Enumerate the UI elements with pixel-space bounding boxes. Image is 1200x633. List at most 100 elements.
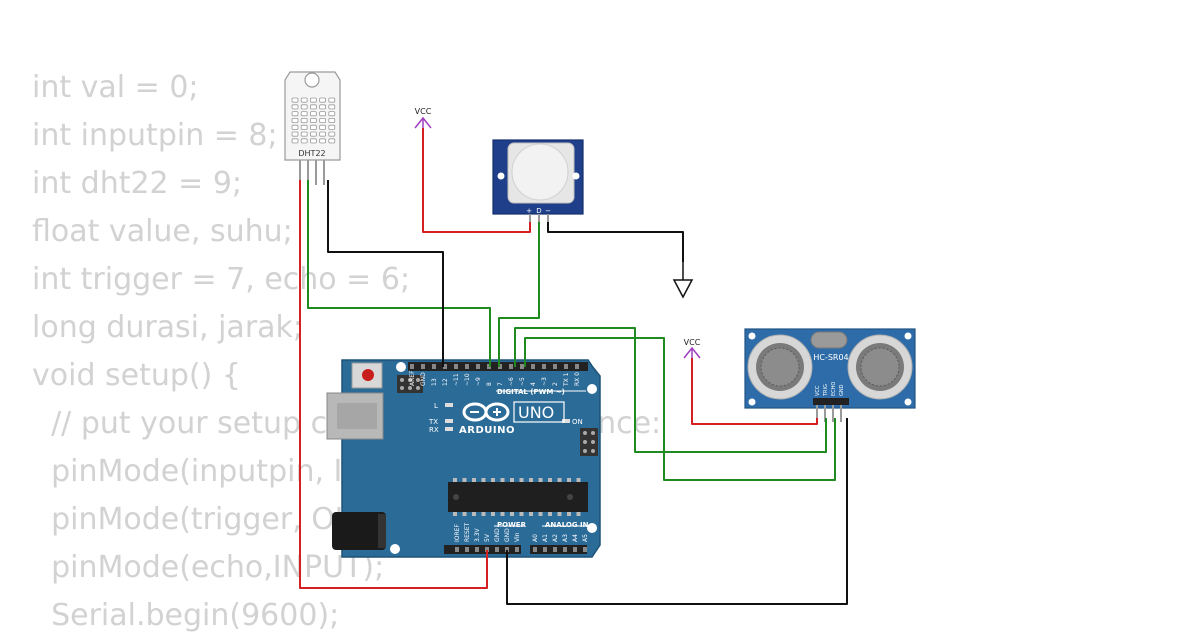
chip-pin [576, 512, 581, 516]
wire-hcsr04-vcc[interactable] [691, 358, 818, 425]
digital-pin[interactable] [542, 364, 546, 369]
hcsr04-transducer-right [847, 334, 913, 400]
analog-pin[interactable] [543, 547, 547, 552]
power-pin[interactable] [485, 547, 489, 552]
grille-slot [319, 131, 327, 137]
power-pin-label: 3.3V [474, 527, 481, 542]
grille-slot [309, 111, 317, 117]
chip-pin [548, 478, 552, 482]
analog-pin[interactable] [563, 547, 567, 552]
wire-dht22-gnd[interactable] [327, 180, 444, 367]
chip-pin [557, 478, 562, 482]
analog-pin[interactable] [553, 547, 557, 552]
digital-pin-label: TX 1 [563, 372, 570, 387]
digital-pin-label: ~11 [453, 373, 460, 386]
grille-slot [328, 111, 336, 117]
grille-slot [300, 124, 308, 130]
chip-pin [472, 478, 476, 482]
chip-pin [538, 478, 543, 482]
grille-slot [291, 124, 299, 130]
grille-slot [328, 131, 336, 137]
grille-slot [328, 124, 336, 130]
wire-hcsr04-gnd[interactable] [506, 418, 848, 605]
hcsr04-pin-label-gnd: GND [839, 384, 845, 396]
digital-pin[interactable] [575, 364, 579, 369]
chip-pin [557, 512, 562, 516]
code-line: float value, suhu; [32, 214, 293, 249]
hcsr04-mount-hole [748, 398, 756, 406]
ground-symbol [672, 262, 694, 299]
digital-pin[interactable] [465, 364, 469, 369]
led-rx [445, 427, 453, 431]
chip-pins [453, 478, 581, 516]
digital-pin[interactable] [421, 364, 425, 369]
dht22-sensor[interactable]: DHT22 [284, 71, 341, 185]
digital-pin[interactable] [443, 364, 447, 369]
digital-pin[interactable] [564, 364, 568, 369]
digital-pin-label: ~5 [519, 377, 526, 386]
wire-pir-vcc[interactable] [422, 128, 531, 233]
wire-pir-gnd[interactable] [547, 222, 684, 262]
power-pin[interactable] [475, 547, 479, 552]
analog-pin[interactable] [533, 547, 537, 552]
wire-hcsr04-trig[interactable] [514, 327, 827, 453]
pir-pin-label-vcc: + [526, 207, 532, 215]
power-pin[interactable] [455, 547, 459, 552]
grille-slot [300, 104, 308, 110]
analog-pin[interactable] [583, 547, 587, 552]
power-pin[interactable] [515, 547, 519, 552]
digital-pin[interactable] [476, 364, 480, 369]
dht22-label: DHT22 [298, 149, 325, 158]
digital-pin[interactable] [454, 364, 458, 369]
wire-pir-data[interactable] [498, 222, 540, 367]
wire-dht22-data[interactable] [307, 180, 491, 367]
digital-pin[interactable] [553, 364, 557, 369]
power-pin-label: 5V [484, 533, 491, 542]
chip-pin [491, 478, 495, 482]
chip-pin [500, 512, 505, 516]
digital-pin[interactable] [531, 364, 535, 369]
chip-pin [519, 478, 524, 482]
digital-pin-label: ~6 [508, 377, 515, 386]
pir-sensor[interactable]: + D − [492, 139, 584, 230]
chip-pin [491, 512, 495, 516]
power-pin-label: GND [494, 528, 501, 542]
digital-pin[interactable] [410, 364, 414, 369]
digital-pin[interactable] [432, 364, 436, 369]
grille-slot [291, 97, 299, 103]
chip-pin [510, 512, 514, 516]
grille-slot [300, 118, 308, 124]
hcsr04-mount-hole [904, 332, 912, 340]
chip-pin [481, 512, 486, 516]
wire-hcsr04-echo[interactable] [524, 337, 836, 481]
icsp-header [397, 375, 423, 393]
digital-pin[interactable] [509, 364, 513, 369]
chip-pin [462, 478, 467, 482]
analog-pin[interactable] [573, 547, 577, 552]
chip-pin [519, 512, 524, 516]
power-jack-lip [378, 514, 386, 548]
power-pin[interactable] [465, 547, 469, 552]
power-pin[interactable] [495, 547, 499, 552]
grille-slot [291, 118, 299, 124]
hcsr04-sensor[interactable]: HC-SR04 VCC TRIG ECHO GND [744, 328, 916, 422]
code-line: void setup() { [32, 358, 241, 393]
digital-header-title: DIGITAL (PWM ~) [497, 388, 565, 396]
power-pin-label: GND [504, 528, 511, 542]
usb-port-inner [337, 403, 377, 429]
analog-pin-label: A5 [582, 534, 589, 542]
pir-mount-hole [572, 172, 580, 180]
grille-slot [309, 118, 317, 124]
digital-pin[interactable] [520, 364, 524, 369]
analog-header [530, 545, 587, 554]
led-label-l: L [434, 402, 438, 410]
grille-slot [291, 104, 299, 110]
grille-slot [291, 138, 299, 144]
power-header-title: POWER [497, 521, 527, 529]
wire-dht22-vcc[interactable] [299, 180, 488, 589]
grille-slot [300, 131, 308, 137]
grille-slot [319, 124, 327, 130]
power-pin[interactable] [505, 547, 509, 552]
